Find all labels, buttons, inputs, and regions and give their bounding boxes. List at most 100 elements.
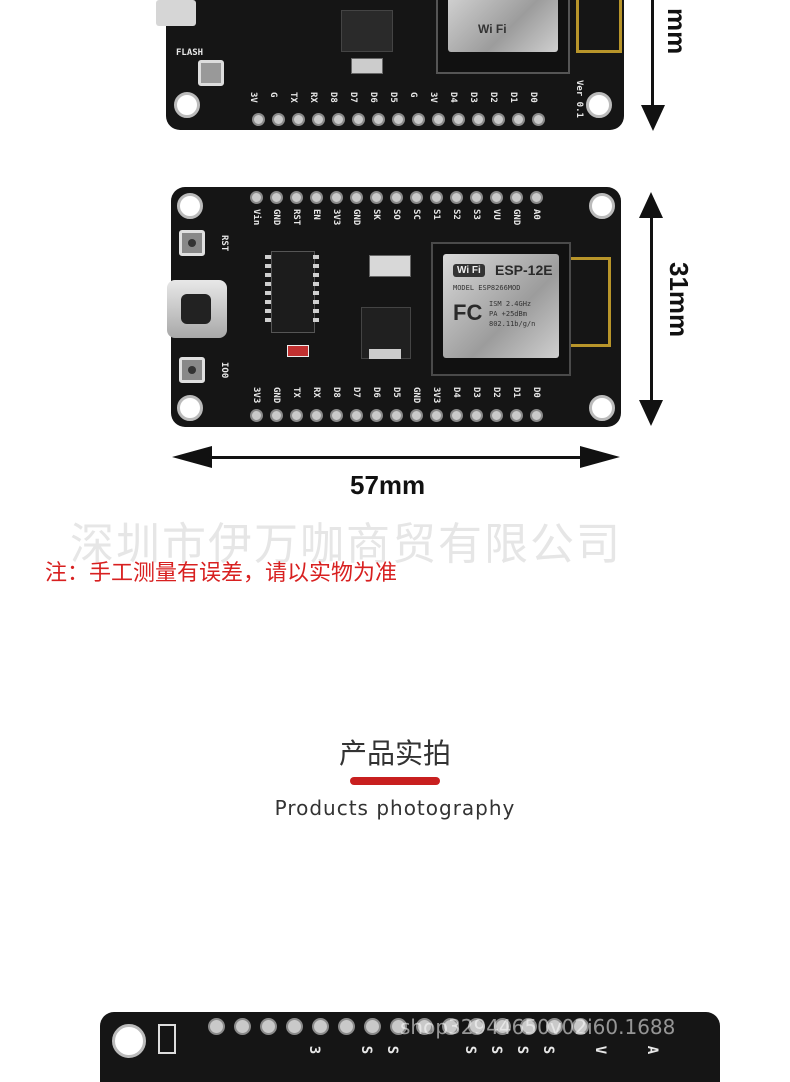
fc-logo: FC bbox=[453, 300, 483, 325]
top-board-pin-labels: 3V G TX RX D8 D7 D6 D5 G 3V D4 D3 D2 D1 … bbox=[244, 92, 584, 108]
mounting-hole bbox=[177, 193, 203, 219]
header-pin bbox=[364, 1018, 381, 1035]
header-pin bbox=[452, 113, 465, 126]
store-watermark: shop32944650v02i60.1688 bbox=[400, 1015, 676, 1039]
pin-label: D8 bbox=[331, 387, 341, 398]
module-shield: Wi Fi bbox=[448, 0, 558, 52]
pin-label: S1 bbox=[431, 209, 441, 220]
header-pin bbox=[442, 1018, 459, 1035]
pin-label: D0 bbox=[531, 387, 541, 398]
header-pin bbox=[530, 409, 543, 422]
pin-label: D7 bbox=[348, 92, 358, 103]
header-pin bbox=[290, 191, 303, 204]
arrow-head-right-icon bbox=[580, 446, 620, 468]
header-pin bbox=[470, 409, 483, 422]
header-pin bbox=[390, 409, 403, 422]
esp-module: Wi Fi ESP-12E MODEL ESP8266MOD FC ISM 2.… bbox=[431, 242, 571, 376]
header-pin bbox=[450, 409, 463, 422]
header-pin bbox=[530, 191, 543, 204]
mounting-hole bbox=[589, 193, 615, 219]
wifi-logo: Wi Fi bbox=[478, 22, 507, 36]
header-pin bbox=[468, 1018, 485, 1035]
header-pin bbox=[430, 191, 443, 204]
bottom-pin-labels: 3V3 GND TX RX D8 D7 D6 D5 GND 3V3 D4 D3 … bbox=[250, 387, 550, 407]
pin-label: D2 bbox=[488, 92, 498, 103]
pin-label: 3 bbox=[306, 1045, 323, 1055]
pin-label: D6 bbox=[371, 387, 381, 398]
header-pin bbox=[350, 409, 363, 422]
mounting-hole bbox=[589, 395, 615, 421]
pin-label: SK bbox=[371, 209, 381, 220]
chip-pins-left bbox=[265, 255, 271, 327]
header-pin bbox=[410, 409, 423, 422]
pin-label: G bbox=[268, 92, 278, 98]
header-pin bbox=[312, 1018, 329, 1035]
header-pin bbox=[270, 191, 283, 204]
header-pin bbox=[292, 113, 305, 126]
pin-label: TX bbox=[288, 92, 298, 103]
top-board-pin-row bbox=[252, 113, 572, 127]
pin-label: S bbox=[358, 1045, 375, 1055]
smd-component bbox=[158, 1024, 176, 1054]
chip-pins-right bbox=[313, 255, 319, 327]
antenna bbox=[576, 0, 622, 53]
pin-label: GND bbox=[271, 209, 281, 226]
header-pin bbox=[352, 113, 365, 126]
pin-label: TX bbox=[291, 387, 301, 398]
header-pin bbox=[450, 191, 463, 204]
capacitor bbox=[351, 58, 383, 74]
main-board: Vin GND RST EN 3V3 GND SK SO SC S1 S2 S3… bbox=[167, 187, 621, 427]
width-arrow-line bbox=[208, 456, 584, 459]
header-pin bbox=[512, 113, 525, 126]
top-height-arrow-line bbox=[651, 0, 654, 120]
header-pin bbox=[410, 191, 423, 204]
header-pin bbox=[250, 191, 263, 204]
header-pin bbox=[472, 113, 485, 126]
pin-label: A bbox=[644, 1045, 661, 1055]
pin-label: EN bbox=[311, 209, 321, 220]
wifi-logo: Wi Fi bbox=[453, 264, 485, 277]
antenna bbox=[571, 257, 611, 347]
pin-label: S2 bbox=[451, 209, 461, 220]
mounting-hole bbox=[586, 92, 612, 118]
header-pin bbox=[432, 113, 445, 126]
company-watermark: 深圳市伊万咖商贸有限公司 bbox=[70, 519, 622, 570]
header-pin bbox=[520, 1018, 537, 1035]
pin-label: D3 bbox=[471, 387, 481, 398]
wifi-module: Wi Fi bbox=[436, 0, 570, 74]
header-pin bbox=[252, 113, 265, 126]
pin-label: GND bbox=[351, 209, 361, 226]
module-model: MODEL ESP8266MOD bbox=[453, 284, 521, 292]
bottom-pin-row bbox=[208, 1018, 708, 1036]
pin-label: D5 bbox=[391, 387, 401, 398]
pin-label: Vin bbox=[251, 209, 261, 226]
regulator-tab bbox=[369, 349, 401, 359]
pin-label: S3 bbox=[471, 209, 481, 220]
mounting-hole bbox=[112, 1024, 146, 1058]
header-pin bbox=[546, 1018, 563, 1035]
wifi-text: Wi Fi bbox=[457, 265, 481, 276]
header-pin bbox=[310, 191, 323, 204]
pin-label: VU bbox=[491, 209, 501, 220]
header-pin bbox=[338, 1018, 355, 1035]
header-pin bbox=[208, 1018, 225, 1035]
pin-label: D4 bbox=[451, 387, 461, 398]
pin-label: S bbox=[540, 1045, 557, 1055]
pin-label: V bbox=[592, 1045, 609, 1055]
pin-label: D6 bbox=[368, 92, 378, 103]
io0-button bbox=[179, 357, 205, 383]
pin-label: G bbox=[408, 92, 418, 98]
diode bbox=[287, 345, 309, 357]
header-pin bbox=[260, 1018, 277, 1035]
header-pin bbox=[430, 409, 443, 422]
top-pin-labels: Vin GND RST EN 3V3 GND SK SO SC S1 S2 S3… bbox=[250, 209, 550, 239]
pin-label: GND bbox=[271, 387, 281, 404]
pin-label: 3V3 bbox=[331, 209, 341, 226]
header-pin bbox=[286, 1018, 303, 1035]
header-pin bbox=[510, 409, 523, 422]
pin-label: D1 bbox=[508, 92, 518, 103]
flash-label: FLASH bbox=[176, 48, 204, 58]
pin-label: RX bbox=[308, 92, 318, 103]
header-pin bbox=[392, 113, 405, 126]
pin-label: D0 bbox=[528, 92, 538, 103]
